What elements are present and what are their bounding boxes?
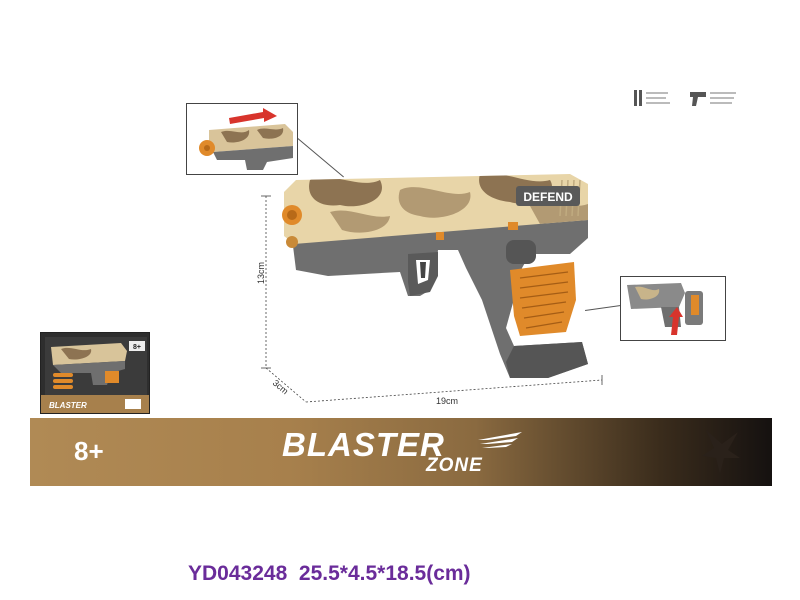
frame-plate bbox=[506, 240, 536, 264]
trigger bbox=[420, 262, 426, 278]
cocking-slide-illustration bbox=[621, 277, 725, 340]
blaster-warning-icon bbox=[690, 92, 736, 106]
slide-release-button bbox=[436, 232, 444, 240]
height-dimension-label: 13cm bbox=[256, 261, 267, 285]
package-size: 25.5*4.5*18.5(cm) bbox=[298, 562, 471, 585]
package-brand-label: BLASTER bbox=[49, 401, 87, 410]
width-dimension-label: 19cm bbox=[436, 396, 459, 406]
magazine-base bbox=[506, 342, 588, 378]
package-age-label: 8+ bbox=[133, 344, 141, 351]
package-thumbnail: 8+ BLASTER bbox=[40, 332, 150, 414]
inset-loading-dart bbox=[186, 103, 298, 175]
brand-name: BLASTER bbox=[282, 426, 445, 463]
red-arrow-up-icon bbox=[669, 307, 683, 335]
red-arrow-icon bbox=[229, 108, 277, 124]
brand-subtitle: ZONE bbox=[426, 455, 483, 476]
brand-banner: 8+ BLASTER ZONE bbox=[30, 418, 772, 486]
loading-dart-illustration bbox=[187, 104, 297, 174]
slide-label: DEFEND bbox=[523, 190, 573, 204]
age-rating-label: 8+ bbox=[74, 436, 104, 466]
model-code: YD043248 bbox=[188, 562, 288, 585]
package-illustration: 8+ BLASTER bbox=[41, 333, 149, 413]
small-parts-warning-icon bbox=[634, 90, 670, 106]
inset-cocking-slide bbox=[620, 276, 726, 341]
take-down-button bbox=[508, 222, 518, 230]
certification-icons bbox=[634, 90, 736, 106]
splash-decoration-icon bbox=[702, 430, 740, 474]
wing-icon bbox=[478, 432, 522, 448]
product-info-line: YD043248 25.5*4.5*18.5(cm) bbox=[188, 562, 471, 586]
toy-pistol-image: DEFEND bbox=[282, 174, 588, 378]
